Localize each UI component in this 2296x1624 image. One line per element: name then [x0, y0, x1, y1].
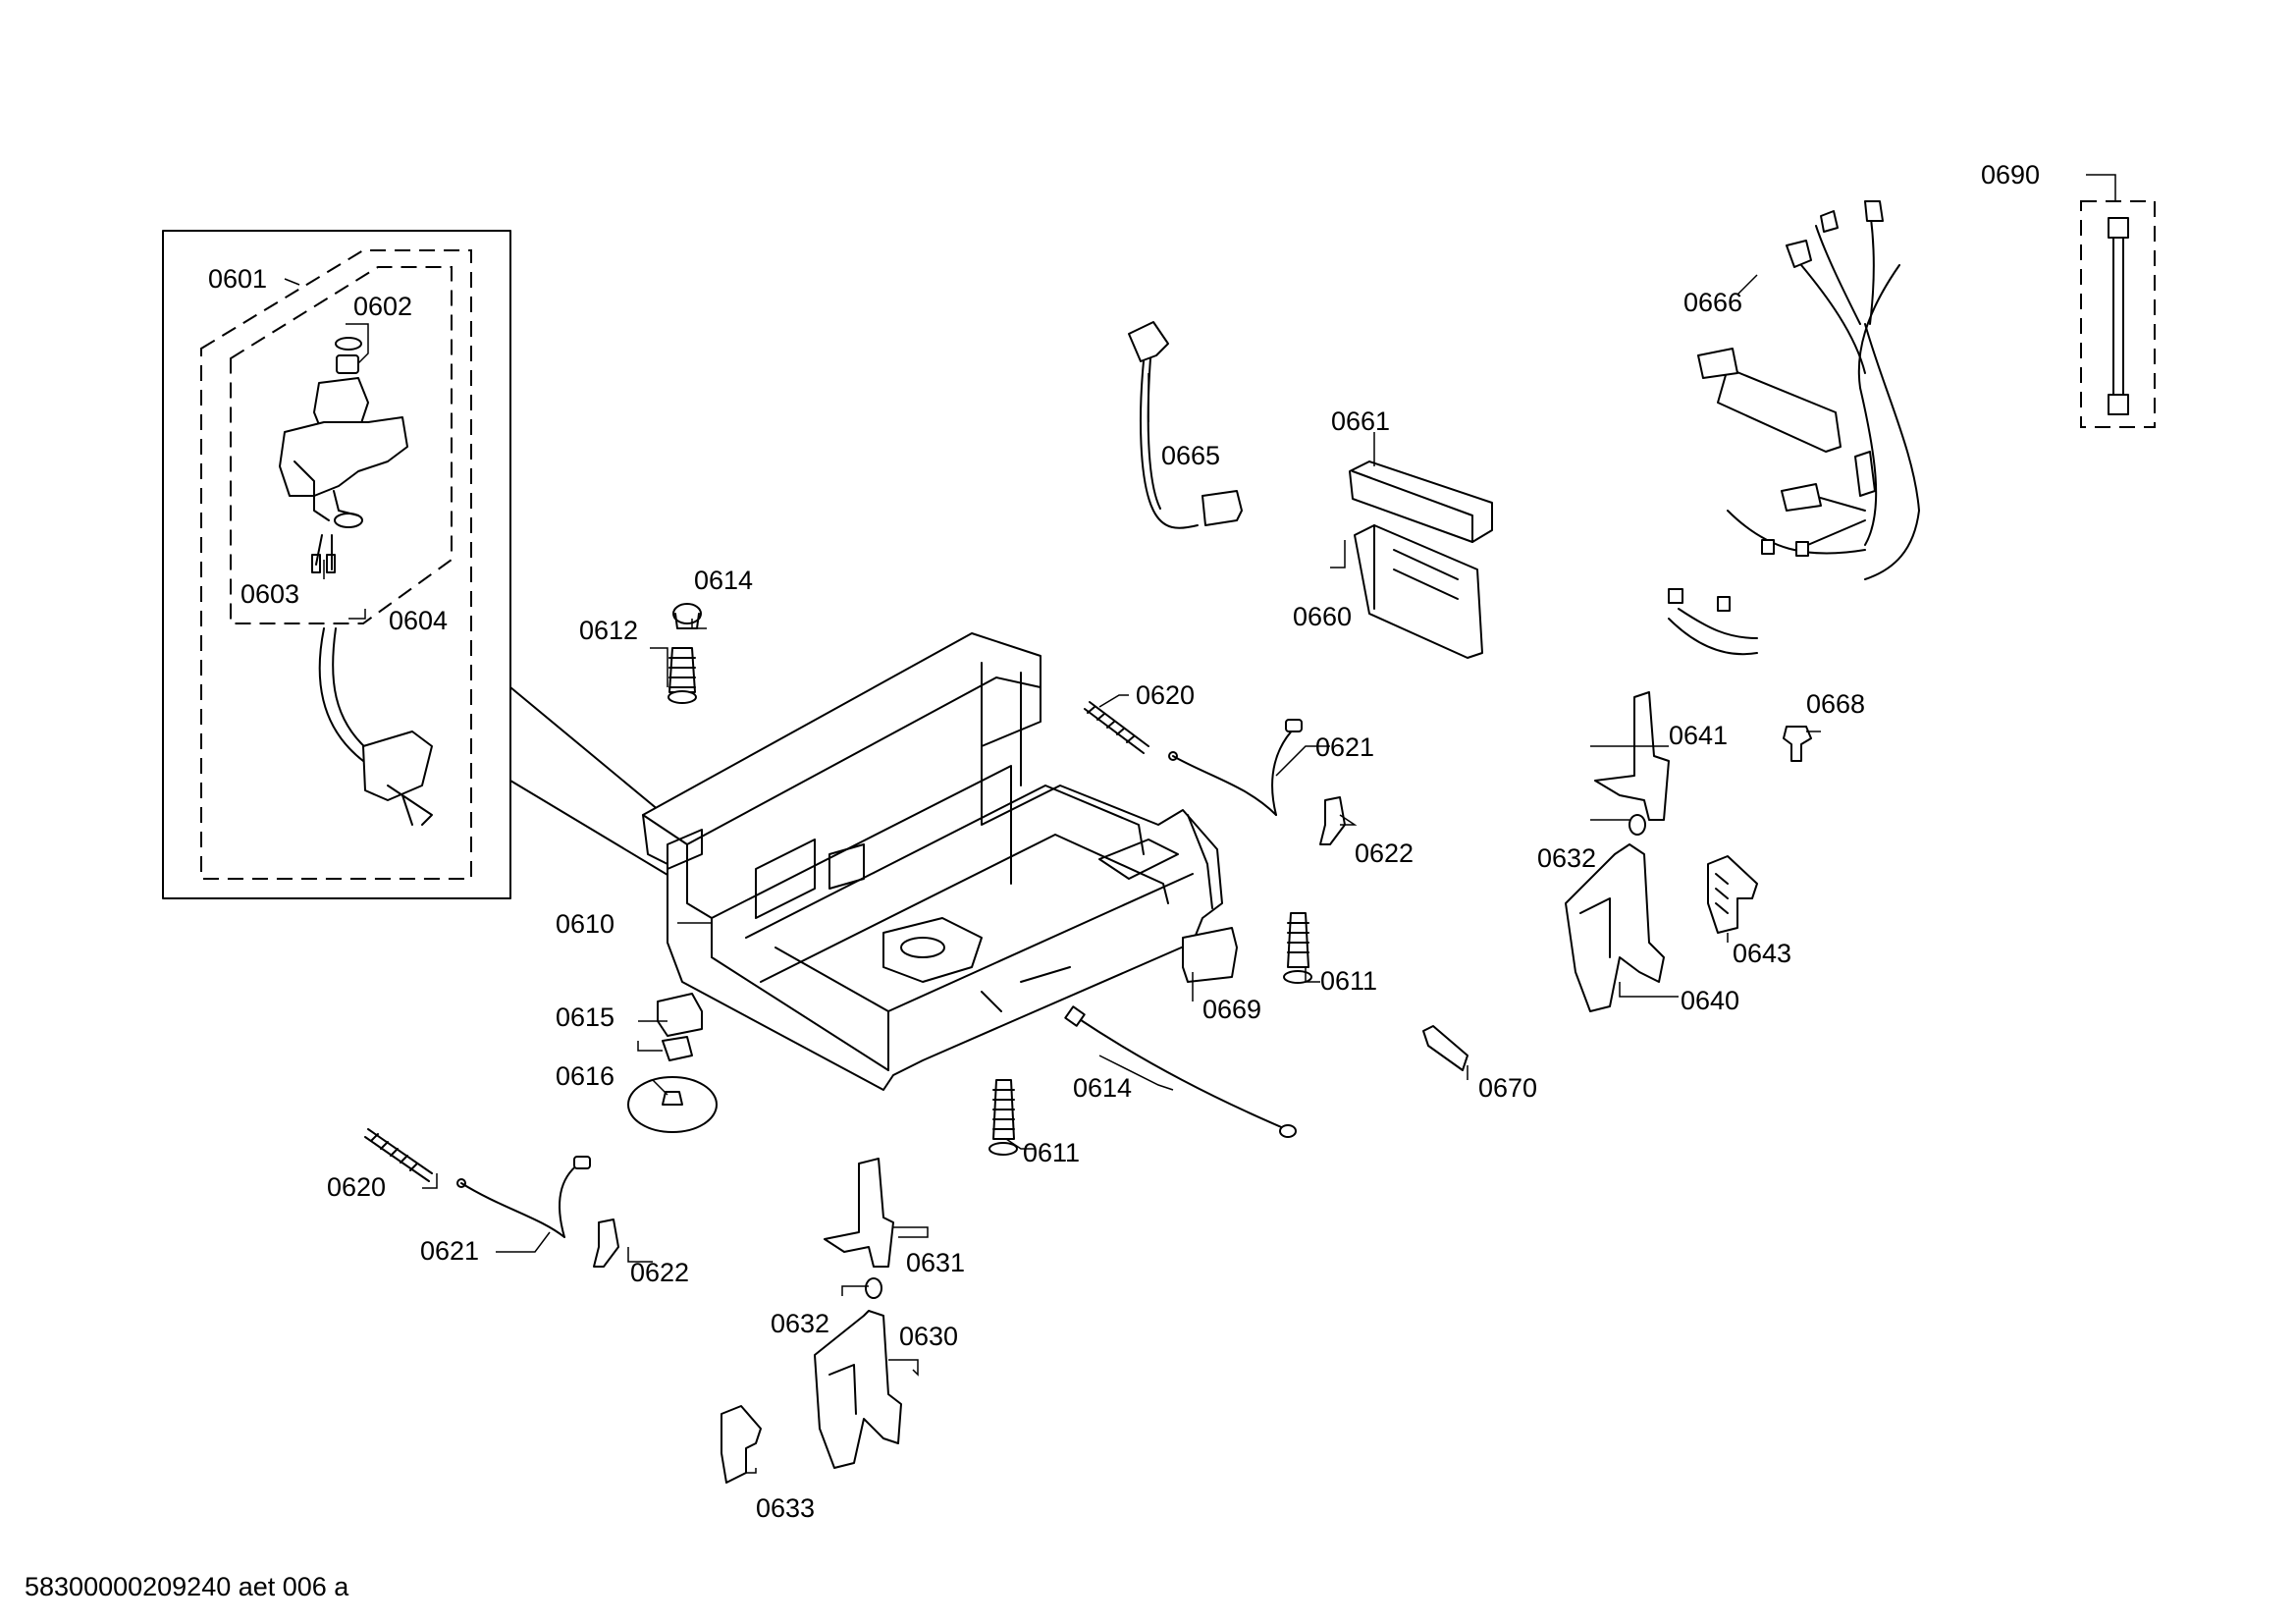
label-0640: 0640: [1681, 986, 1739, 1015]
part-0668: [1783, 726, 1812, 762]
label-0668: 0668: [1806, 689, 1865, 719]
handle-part-0661: [1349, 460, 1493, 543]
label-0632-lower: 0632: [771, 1309, 829, 1338]
power-cord-part-0665: [1128, 321, 1243, 529]
hinge-bracket-part-0640: [1565, 843, 1665, 1012]
label-0621-upper: 0621: [1315, 732, 1374, 762]
label-0641: 0641: [1669, 721, 1728, 750]
part-0669: [1182, 927, 1238, 983]
label-0611-upper: 0611: [1320, 966, 1377, 996]
label-0631: 0631: [906, 1248, 965, 1277]
hinge-part-0631: [824, 1158, 894, 1268]
label-0615: 0615: [556, 1002, 614, 1032]
label-0616: 0616: [556, 1061, 614, 1091]
label-0614-upper: 0614: [694, 566, 753, 595]
foot-part-0611-upper: [1283, 912, 1312, 984]
label-0622-lower: 0622: [630, 1258, 689, 1287]
label-0620-upper: 0620: [1136, 680, 1195, 710]
hinge-part-0641: [1594, 691, 1670, 821]
label-0602: 0602: [353, 292, 412, 321]
label-0643: 0643: [1733, 939, 1791, 968]
label-0601: 0601: [208, 264, 267, 294]
connector-part-0615: [657, 993, 703, 1061]
label-0621-lower: 0621: [420, 1236, 479, 1266]
inset-detail-box: [162, 230, 683, 899]
spring-clip-part-0632a: [865, 1277, 882, 1299]
part-number-labels: 0601 0602 0603 0604 0610 0611 0611 0612 …: [208, 160, 2040, 1523]
base-tub-part: [642, 632, 1223, 1091]
cable-part-upper: [1168, 719, 1303, 816]
label-0630: 0630: [899, 1322, 958, 1351]
adjustable-foot-part: [667, 647, 697, 704]
nut-part: [672, 603, 702, 629]
valve-hose-part: [318, 627, 433, 826]
disc-part-0616: [627, 1076, 718, 1133]
label-0669: 0669: [1202, 995, 1261, 1024]
spring-clip-part-0632b: [1629, 814, 1646, 836]
label-0610: 0610: [556, 909, 614, 939]
label-0666: 0666: [1683, 288, 1742, 317]
inlet-valve-part: [279, 337, 408, 573]
label-0661: 0661: [1331, 406, 1390, 436]
spring-part-upper: [1084, 701, 1149, 754]
hinge-bracket-part-0630: [814, 1310, 902, 1469]
rod-part-0614: [1064, 1005, 1297, 1138]
label-0603: 0603: [240, 579, 299, 609]
leader-lines: [284, 174, 2116, 1474]
label-0665: 0665: [1161, 441, 1220, 470]
clip-part-upper: [1319, 796, 1346, 845]
clip-part-lower: [593, 1218, 619, 1268]
label-0690: 0690: [1981, 160, 2040, 189]
label-0670: 0670: [1478, 1073, 1537, 1103]
label-0620-lower: 0620: [327, 1172, 386, 1202]
spring-part-lower: [364, 1128, 433, 1182]
document-id: 58300000209240 aet 006 a: [25, 1572, 349, 1601]
cable-part-0690: [2080, 200, 2156, 428]
label-0604: 0604: [389, 606, 448, 635]
wiring-harness-part-0666: [1668, 200, 1920, 656]
bracket-part-0643: [1707, 855, 1758, 934]
cable-part-lower: [456, 1156, 591, 1238]
label-0612: 0612: [579, 616, 638, 645]
label-0633: 0633: [756, 1493, 815, 1523]
hinge-cover-part-0633: [721, 1405, 762, 1484]
label-0632-upper: 0632: [1537, 843, 1596, 873]
foot-part-0611-lower: [988, 1079, 1018, 1156]
label-0660: 0660: [1293, 602, 1352, 631]
label-0614-lower: 0614: [1073, 1073, 1132, 1103]
part-0670: [1422, 1025, 1468, 1071]
label-0622-upper: 0622: [1355, 839, 1414, 868]
label-0611-lower: 0611: [1023, 1138, 1080, 1167]
panel-part-0660: [1354, 524, 1483, 659]
